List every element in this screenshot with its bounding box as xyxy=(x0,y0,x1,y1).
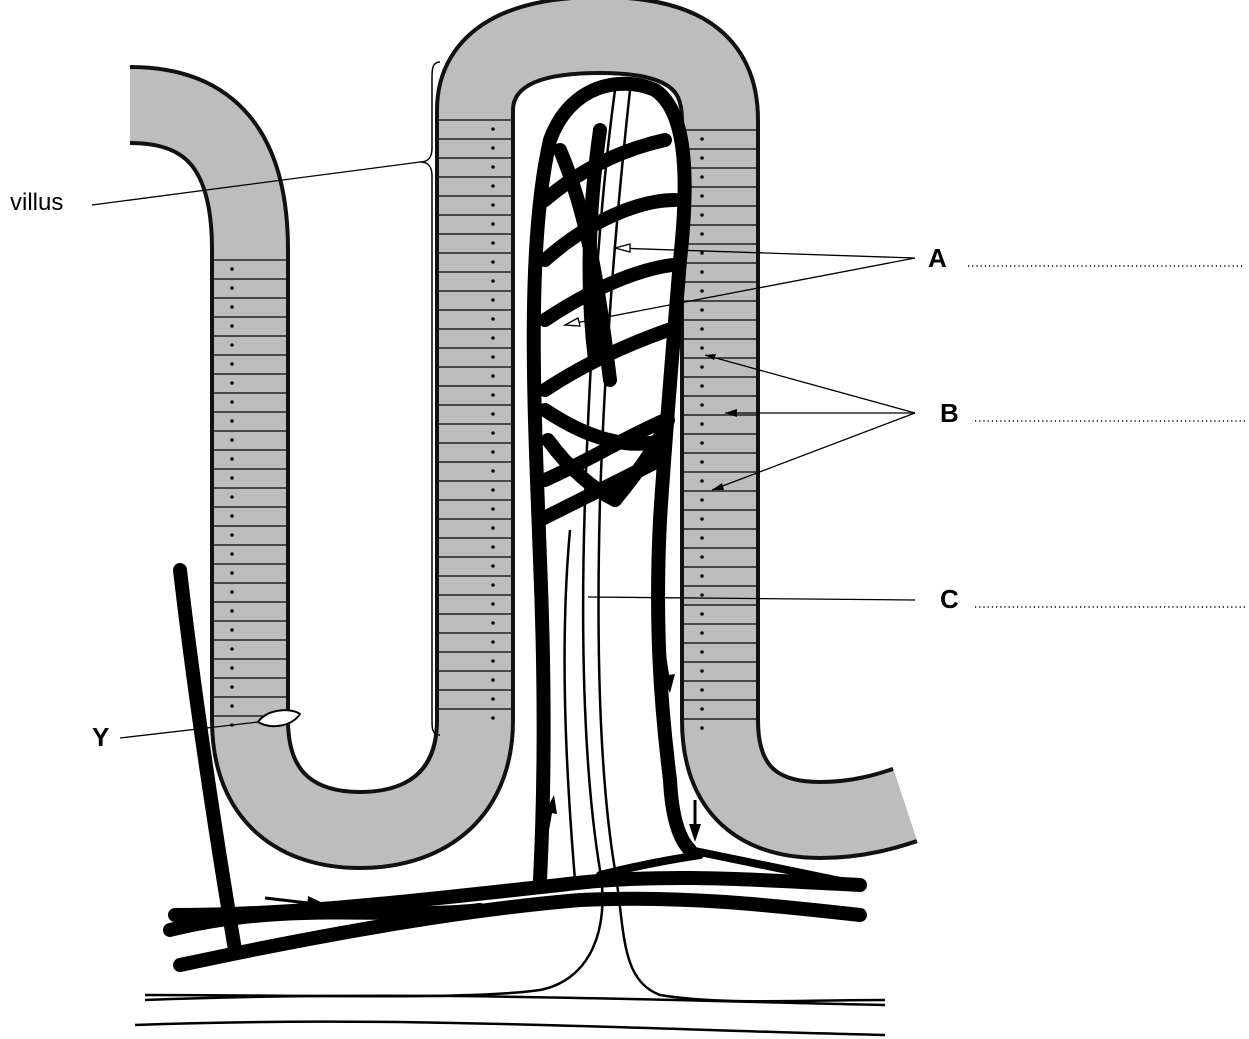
capillary-network xyxy=(534,84,690,880)
epithelium xyxy=(130,35,905,830)
label-a: A xyxy=(928,243,947,273)
label-villus: villus xyxy=(10,189,63,216)
label-c: C xyxy=(940,584,959,614)
label-y: Y xyxy=(92,722,109,752)
arrow-right-icon xyxy=(265,898,308,903)
label-b: B xyxy=(940,398,959,428)
